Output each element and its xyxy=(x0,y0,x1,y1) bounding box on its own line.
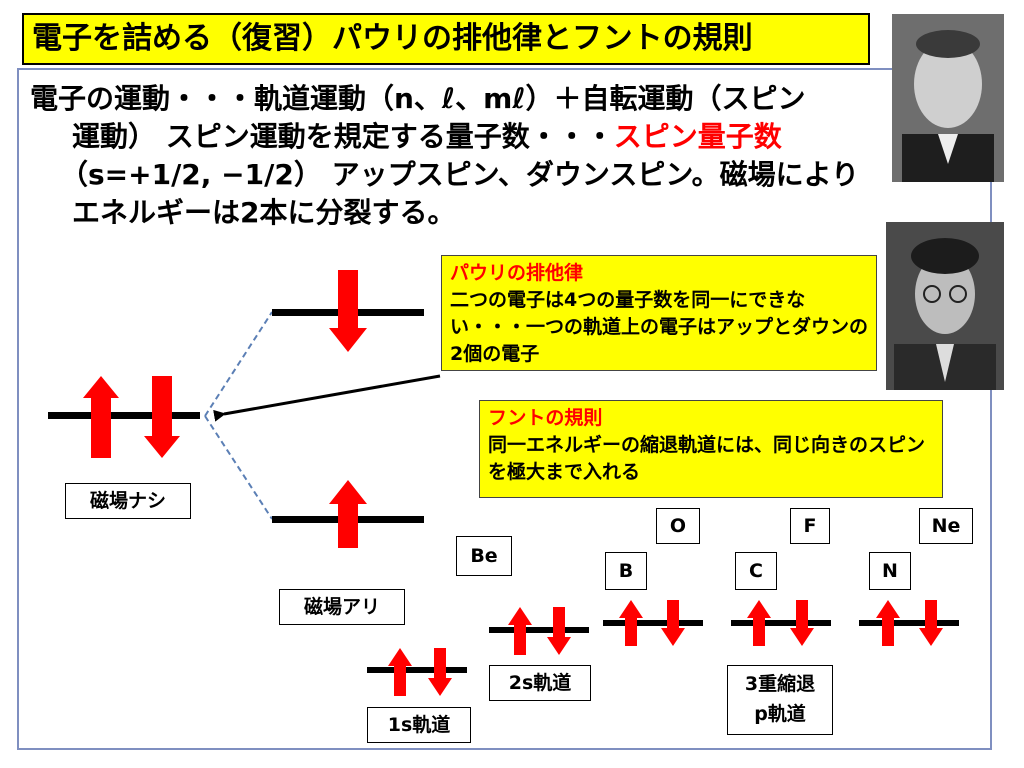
content-frame xyxy=(17,68,992,750)
label-c: C xyxy=(735,552,777,590)
body-line-3: （s=+1/2, −1/2） アップスピン、ダウンスピン。磁場により xyxy=(60,158,860,191)
slide-title: 電子を詰める（復習）パウリの排他律とフントの規則 xyxy=(22,13,870,65)
portrait-1-image xyxy=(892,14,1004,182)
level-1s xyxy=(367,667,467,673)
label-no-field: 磁場ナシ xyxy=(65,483,191,519)
label-3p-line1: 3重縮退 xyxy=(744,673,816,695)
label-f: F xyxy=(790,508,830,544)
spin-down-arrow xyxy=(428,648,452,696)
label-1s-orbital: 1s軌道 xyxy=(367,707,471,743)
label-o: O xyxy=(656,508,700,544)
label-3p-orbital: 3重縮退 p軌道 xyxy=(727,665,833,735)
body-text: 電子の運動・・・軌道運動（n、ℓ、mℓ）＋自転運動（スピン 運動） スピン運動を… xyxy=(30,80,870,232)
pauli-callout: パウリの排他律 二つの電子は4つの量子数を同一にできない・・・一つの軌道上の電子… xyxy=(441,255,877,371)
spin-down-arrow xyxy=(919,600,943,646)
portrait-photo-1 xyxy=(892,14,1004,182)
spin-up-arrow xyxy=(329,480,367,548)
body-line-4: エネルギーは2本に分裂する。 xyxy=(72,196,456,229)
portrait-photo-2 xyxy=(886,222,1004,390)
spin-down-arrow xyxy=(329,270,367,352)
hund-heading: フントの規則 xyxy=(488,407,603,429)
spin-up-arrow xyxy=(747,600,771,646)
label-be: Be xyxy=(456,536,512,576)
spin-down-arrow xyxy=(790,600,814,646)
level-3p-2 xyxy=(731,620,831,626)
body-line-1: 電子の運動・・・軌道運動（n、ℓ、mℓ）＋自転運動（スピン xyxy=(30,82,806,115)
level-3p-3 xyxy=(859,620,959,626)
spin-up-arrow xyxy=(876,600,900,646)
label-n: N xyxy=(869,552,911,590)
body-line-2a: 運動） スピン運動を規定する量子数・・・ xyxy=(72,120,614,153)
label-3p-line2: p軌道 xyxy=(754,703,806,725)
spin-down-arrow xyxy=(661,600,685,646)
spin-quantum-number: スピン量子数 xyxy=(613,120,782,153)
spin-down-arrow xyxy=(547,607,571,655)
pauli-heading: パウリの排他律 xyxy=(450,262,584,284)
spin-up-arrow xyxy=(619,600,643,646)
spin-up-arrow xyxy=(83,376,119,458)
label-2s-orbital: 2s軌道 xyxy=(489,665,591,701)
split-line-lower xyxy=(204,415,273,520)
pauli-text: 二つの電子は4つの量子数を同一にできない・・・一つの軌道上の電子はアップとダウン… xyxy=(450,289,869,365)
spin-up-arrow xyxy=(388,648,412,696)
level-2s xyxy=(489,627,589,633)
label-b: B xyxy=(605,552,647,590)
split-line-upper xyxy=(204,311,273,417)
level-3p-1 xyxy=(603,620,703,626)
spin-up-arrow xyxy=(508,607,532,655)
hund-text: 同一エネルギーの縮退軌道には、同じ向きのスピンを極大まで入れる xyxy=(488,434,926,483)
label-ne: Ne xyxy=(919,508,973,544)
label-field: 磁場アリ xyxy=(279,589,405,625)
pointer-arrow xyxy=(213,374,441,422)
spin-down-arrow xyxy=(144,376,180,458)
body-line-2: 運動） スピン運動を規定する量子数・・・スピン量子数 xyxy=(30,118,870,156)
level-no-field xyxy=(48,412,200,419)
portrait-2-image xyxy=(886,222,1004,390)
hund-callout: フントの規則 同一エネルギーの縮退軌道には、同じ向きのスピンを極大まで入れる xyxy=(479,400,943,498)
